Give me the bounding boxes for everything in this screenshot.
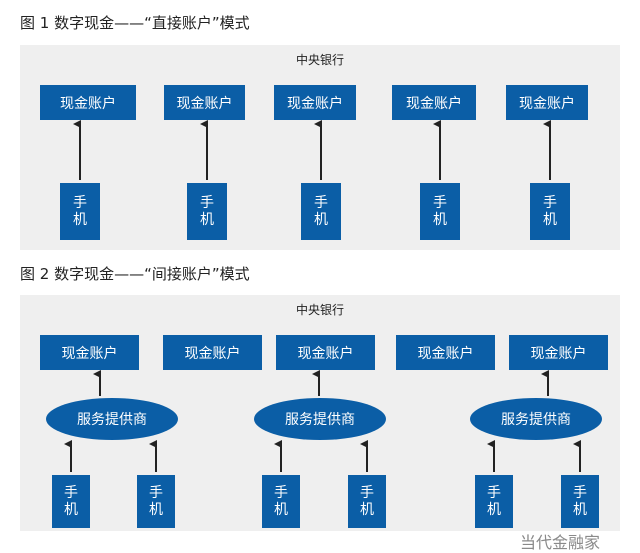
- phone-box: 手机: [420, 183, 460, 240]
- cash-account-box: 现金账户: [506, 85, 588, 120]
- cash-account-box: 现金账户: [392, 85, 476, 120]
- cash-account-box: 现金账户: [274, 85, 356, 120]
- phone-label: 手: [274, 484, 288, 501]
- service-provider-ellipse: 服务提供商: [470, 398, 602, 440]
- phone-box: 手机: [530, 183, 570, 240]
- cash-account-box: 现金账户: [276, 335, 375, 370]
- phone-label: 手: [433, 194, 447, 211]
- cash-account-box: 现金账户: [509, 335, 608, 370]
- central-bank-label: 中央银行: [295, 53, 344, 67]
- service-provider-ellipse: 服务提供商: [46, 398, 178, 440]
- phone-label: 手: [487, 484, 501, 501]
- phone-label: 机: [433, 211, 447, 228]
- phone-box: 手机: [301, 183, 341, 240]
- phone-box: 手机: [60, 183, 100, 240]
- figure-2-title: 图 2 数字现金——“间接账户”模式: [20, 265, 250, 283]
- phone-label: 手: [543, 194, 557, 211]
- phone-box: 手机: [348, 475, 386, 528]
- service-provider-ellipse: 服务提供商: [254, 398, 386, 440]
- phone-box: 手机: [475, 475, 513, 528]
- phone-label: 机: [200, 211, 214, 228]
- phone-label: 机: [360, 501, 374, 518]
- phone-label: 手: [200, 194, 214, 211]
- phone-box: 手机: [561, 475, 599, 528]
- phone-label: 机: [149, 501, 163, 518]
- phone-label: 手: [64, 484, 78, 501]
- central-bank-label: 中央银行: [295, 303, 344, 317]
- figure-1-title: 图 1 数字现金——“直接账户”模式: [20, 14, 250, 32]
- phone-label: 机: [274, 501, 288, 518]
- phone-box: 手机: [137, 475, 175, 528]
- watermark: 当代金融家: [520, 533, 601, 552]
- cash-account-box: 现金账户: [40, 85, 136, 120]
- phone-label: 机: [543, 211, 557, 228]
- phone-label: 机: [487, 501, 501, 518]
- phone-label: 机: [314, 211, 328, 228]
- phone-label: 手: [73, 194, 87, 211]
- phone-box: 手机: [52, 475, 90, 528]
- cash-account-box: 现金账户: [40, 335, 139, 370]
- cash-account-box: 现金账户: [163, 335, 262, 370]
- phone-label: 机: [64, 501, 78, 518]
- phone-label: 手: [360, 484, 374, 501]
- phone-label: 手: [314, 194, 328, 211]
- phone-label: 手: [573, 484, 587, 501]
- cash-account-box: 现金账户: [164, 85, 245, 120]
- phone-label: 手: [149, 484, 163, 501]
- phone-box: 手机: [187, 183, 227, 240]
- cash-account-box: 现金账户: [396, 335, 495, 370]
- phone-box: 手机: [262, 475, 300, 528]
- phone-label: 机: [73, 211, 87, 228]
- phone-label: 机: [573, 501, 587, 518]
